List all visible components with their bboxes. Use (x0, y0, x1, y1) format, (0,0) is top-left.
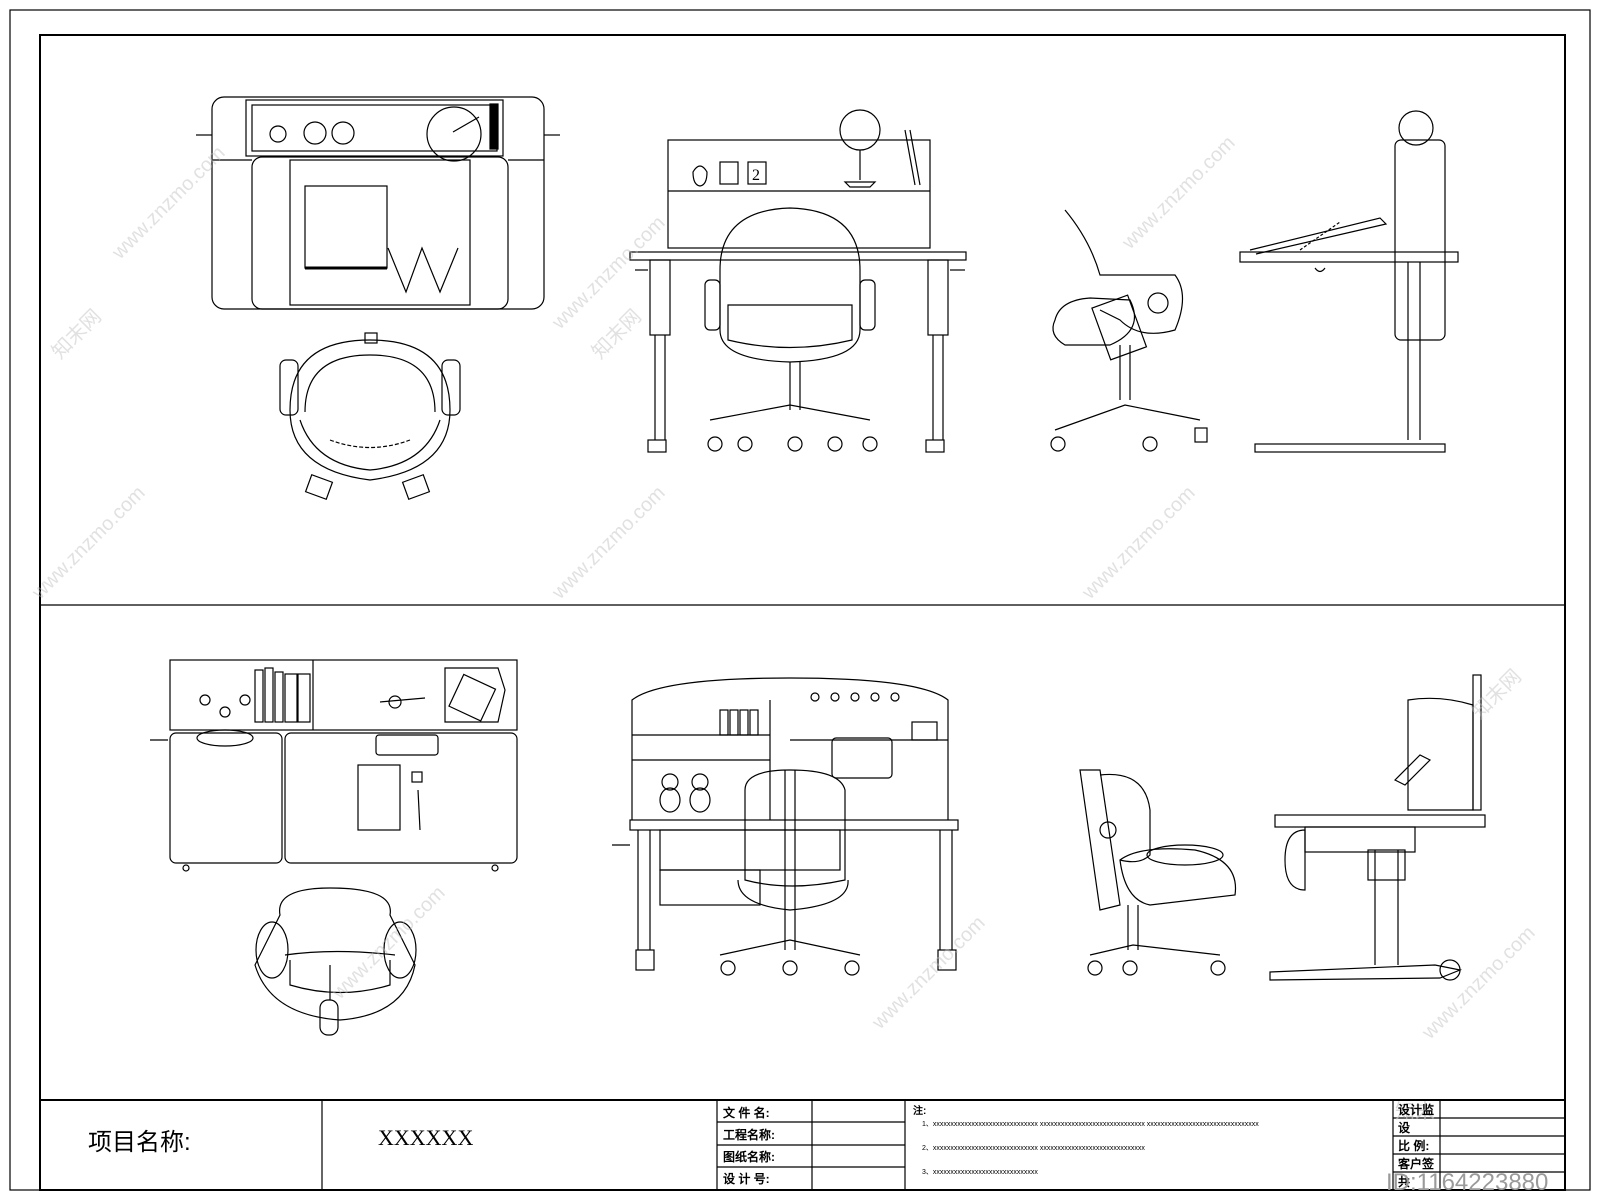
watermark-text: www.znzmo.com (547, 212, 669, 334)
chair-top-view-2 (254, 887, 417, 1036)
field-design-number: 设 计 号: (723, 1171, 770, 1186)
watermark-logo: 知末 (1395, 1100, 1435, 1123)
project-label: 项目名称: (88, 1129, 191, 1156)
desk-top-view-2 (150, 659, 518, 872)
field-file-name: 文 件 名: (723, 1105, 770, 1120)
field-drawing-name: 图纸名称: (723, 1149, 775, 1164)
note-3: 3、xxxxxxxxxxxxxxxxxxxxxxxxxxxxxx (922, 1169, 1038, 1176)
watermark-text: www.znzmo.com (107, 142, 229, 264)
desk-front-view-2 (612, 677, 959, 976)
watermark-id: ID:1164223880 (1386, 1169, 1548, 1196)
right-field-design-supervisor: 设计监 (1398, 1102, 1434, 1117)
watermark-layer: www.znzmo.com www.znzmo.com www.znzmo.co… (27, 132, 1539, 1123)
right-field-total: 共 (1398, 1174, 1410, 1189)
note-1: 1、xxxxxxxxxxxxxxxxxxxxxxxxxxxxxx xxxxxxx… (922, 1121, 1259, 1128)
watermark-text: www.znzmo.com (1417, 922, 1539, 1044)
front-tile-digit: 2 (752, 167, 760, 184)
watermark-text: www.znzmo.com (547, 482, 669, 604)
right-field-client-sign: 客户签 (1397, 1156, 1435, 1171)
project-value: XXXXXX (378, 1125, 473, 1150)
watermark-brand: 知末网 (1467, 665, 1526, 724)
right-field-design: 设 (1398, 1120, 1411, 1135)
chair-top-view-1 (279, 332, 461, 500)
chair-side-view-1 (1050, 209, 1208, 452)
watermark-text: www.znzmo.com (1117, 132, 1239, 254)
notes-label: 注: (913, 1104, 926, 1117)
chair-side-view-2 (1079, 769, 1237, 976)
watermark-text: www.znzmo.com (1077, 482, 1199, 604)
note-2: 2、xxxxxxxxxxxxxxxxxxxxxxxxxxxxxx xxxxxxx… (922, 1145, 1145, 1152)
desk-front-view-1: 2 (629, 109, 967, 453)
title-block (40, 1099, 1565, 1190)
inner-border (39, 34, 1566, 1191)
field-project-name: 工程名称: (723, 1127, 775, 1142)
right-field-scale: 比 例: (1398, 1138, 1429, 1153)
watermark-text: www.znzmo.com (27, 482, 149, 604)
desk-side-view-2 (1269, 674, 1486, 981)
watermark-brand: 知末网 (47, 305, 106, 364)
watermark-brand: 知末网 (587, 305, 646, 364)
desk-top-view-1 (196, 96, 560, 310)
outer-border (9, 9, 1591, 1191)
watermark-text: www.znzmo.com (867, 912, 989, 1034)
desk-side-view-1 (1239, 110, 1459, 453)
